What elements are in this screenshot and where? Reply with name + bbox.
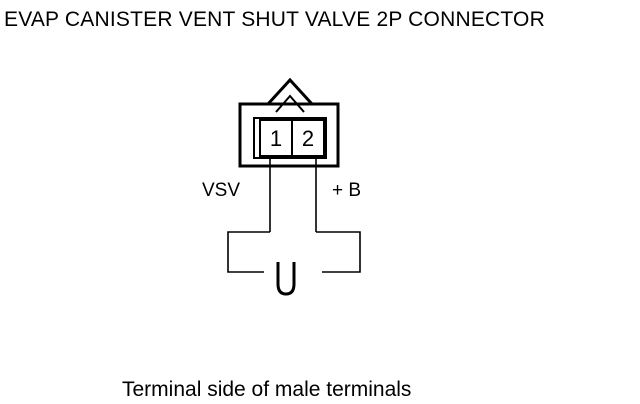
measurement-loop [227,231,361,273]
terminal-2-cell [291,119,325,157]
connector-lock-tab-inner [275,94,305,113]
terminal-1-cell [259,119,293,157]
terminal-1-number: 1 [270,126,282,151]
terminal-1-wire-label: VSV [202,180,240,201]
meter-symbol-icon [276,262,296,296]
diagram-title: EVAP CANISTER VENT SHUT VALVE 2P CONNECT… [4,8,545,31]
connector-lock-tab-outer [266,77,314,106]
terminal-2-number: 2 [302,126,314,151]
diagram-caption: Terminal side of male terminals [122,378,411,401]
terminal-2-wire-label: + B [332,180,361,201]
